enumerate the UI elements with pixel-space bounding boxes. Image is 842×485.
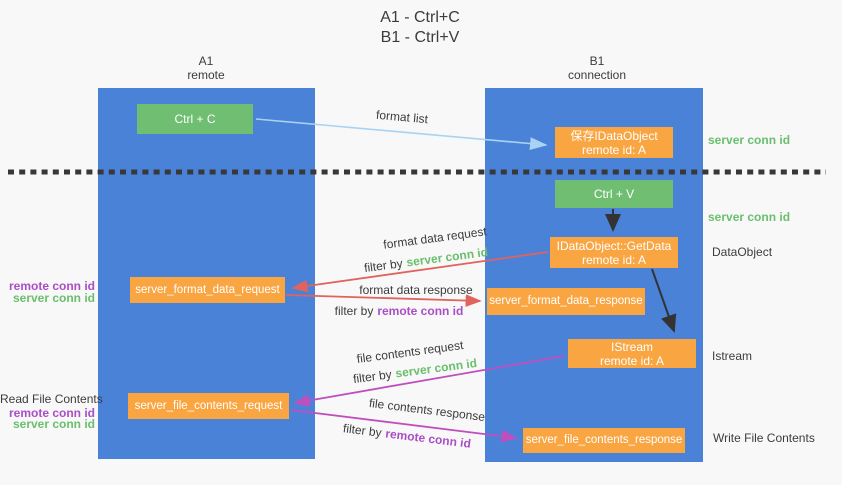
node-server-format-data-request: server_format_data_request: [130, 277, 285, 303]
filter-by-text: filter by: [334, 304, 374, 318]
node-ctrl-v: Ctrl + V: [555, 180, 673, 208]
filter-key-server-conn-id: server conn id: [394, 355, 478, 381]
lane-a1-title: A1: [198, 54, 214, 68]
node-server-format-data-response: server_format_data_response: [487, 288, 645, 315]
filter-key-remote-conn-id: remote conn id: [377, 304, 464, 318]
node-server-file-contents-request: server_file_contents_request: [128, 393, 289, 419]
annotation-server-conn-id-left-top: server conn id: [12, 291, 95, 305]
annotation-dataobject: DataObject: [712, 245, 773, 259]
filter-by-text: filter by: [352, 367, 393, 387]
node-istream-line1: IStream: [610, 340, 653, 354]
node-ctrl-c: Ctrl + C: [137, 104, 253, 134]
node-istream: IStream remote id: A: [568, 339, 696, 368]
annotation-server-conn-id-mid: server conn id: [708, 210, 791, 224]
node-server-file-contents-response: server_file_contents_response: [523, 428, 685, 453]
diagram-title: A1 - Ctrl+C B1 - Ctrl+V: [300, 8, 540, 48]
node-save-idataobject-line2: remote id: A: [581, 143, 647, 157]
node-save-idataobject: 保存IDataObject remote id: A: [555, 127, 673, 158]
annotation-remote-conn-id-bottom: remote conn id: [8, 406, 95, 420]
annotation-istream: Istream: [712, 349, 753, 363]
label-format-list: format list: [375, 107, 429, 127]
lane-header-b1: B1 connection: [537, 54, 657, 82]
filter-by-text: filter by: [342, 421, 383, 440]
node-idataobject-getdata: IDataObject::GetData remote id: A: [550, 237, 678, 268]
lane-b1-subtitle: connection: [567, 68, 627, 82]
annotation-server-conn-id-left-bottom: server conn id: [12, 417, 95, 431]
filter-key-server-conn-id: server conn id: [405, 244, 489, 270]
title-line-1: A1 - Ctrl+C: [380, 9, 460, 26]
node-getdata-line1: IDataObject::GetData: [556, 239, 672, 253]
title-line-2: B1 - Ctrl+V: [380, 29, 460, 46]
label-file-contents-response: file contents response: [368, 395, 486, 425]
filter-key-remote-conn-id: remote conn id: [384, 426, 472, 451]
lane-header-a1: A1 remote: [146, 54, 266, 82]
node-istream-line2: remote id: A: [599, 354, 665, 368]
annotation-write-file-contents: Write File Contents: [713, 431, 815, 445]
lane-a1-subtitle: remote: [187, 68, 225, 82]
annotation-remote-conn-id-top: remote conn id: [8, 279, 95, 293]
node-getdata-line2: remote id: A: [581, 253, 647, 267]
filter-by-text: filter by: [363, 256, 404, 276]
label-format-data-response: format data response: [359, 283, 473, 297]
annotation-read-file-contents: Read File Contents: [0, 392, 103, 406]
lane-b1-title: B1: [589, 54, 605, 68]
node-save-idataobject-line1: 保存IDataObject: [570, 129, 658, 143]
annotation-server-conn-id-top: server conn id: [708, 133, 791, 147]
